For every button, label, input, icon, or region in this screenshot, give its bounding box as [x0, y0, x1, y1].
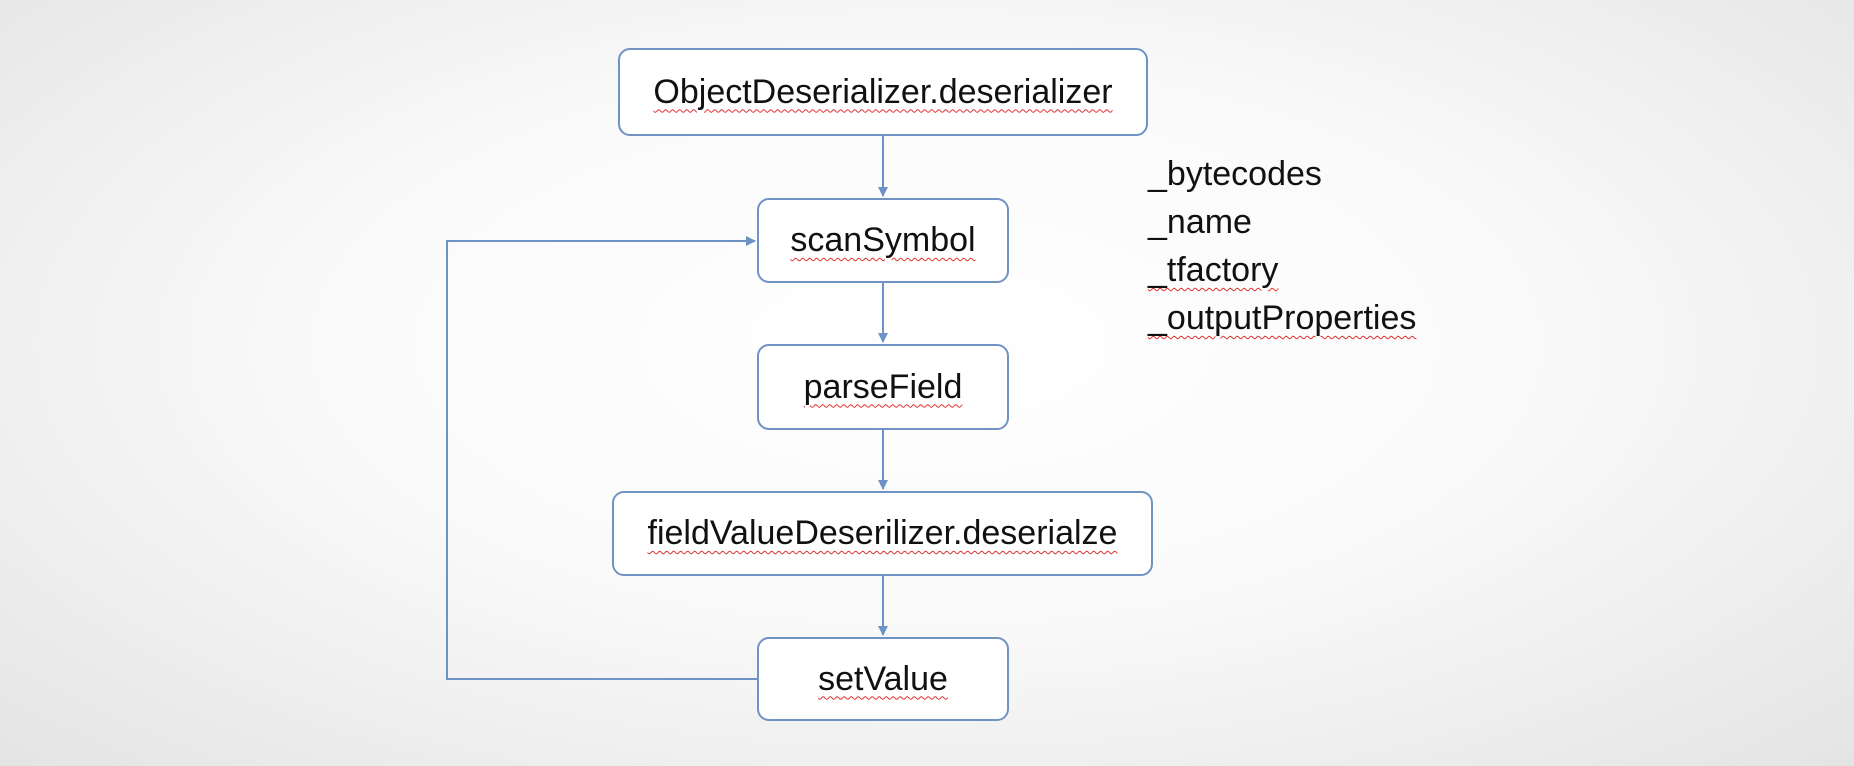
field-item-name: _name: [1148, 203, 1252, 241]
node-field-value-deserializer-label: fieldValueDeserilizer.deserialze: [647, 514, 1118, 552]
node-set-value-label: setValue: [818, 659, 948, 698]
node-object-deserializer-label: ObjectDeserializer.deserializer: [653, 72, 1113, 111]
node-scan-symbol-label: scanSymbol: [790, 221, 976, 259]
arrow-loop-set-value-to-scan-symbol: [446, 236, 757, 680]
node-object-deserializer: ObjectDeserializer.deserializer: [618, 48, 1148, 136]
node-parse-field: parseField: [757, 344, 1009, 430]
field-name-list: _bytecodes _name _tfactory _outputProper…: [1148, 150, 1416, 342]
field-item-output-properties: _outputProperties: [1148, 299, 1417, 337]
node-scan-symbol: scanSymbol: [757, 198, 1009, 283]
node-set-value: setValue: [757, 637, 1009, 721]
field-item-tfactory: _tfactory: [1148, 251, 1279, 289]
node-parse-field-label: parseField: [803, 367, 963, 406]
node-field-value-deserializer: fieldValueDeserilizer.deserialze: [612, 491, 1153, 576]
field-item-bytecodes: _bytecodes: [1148, 155, 1322, 193]
